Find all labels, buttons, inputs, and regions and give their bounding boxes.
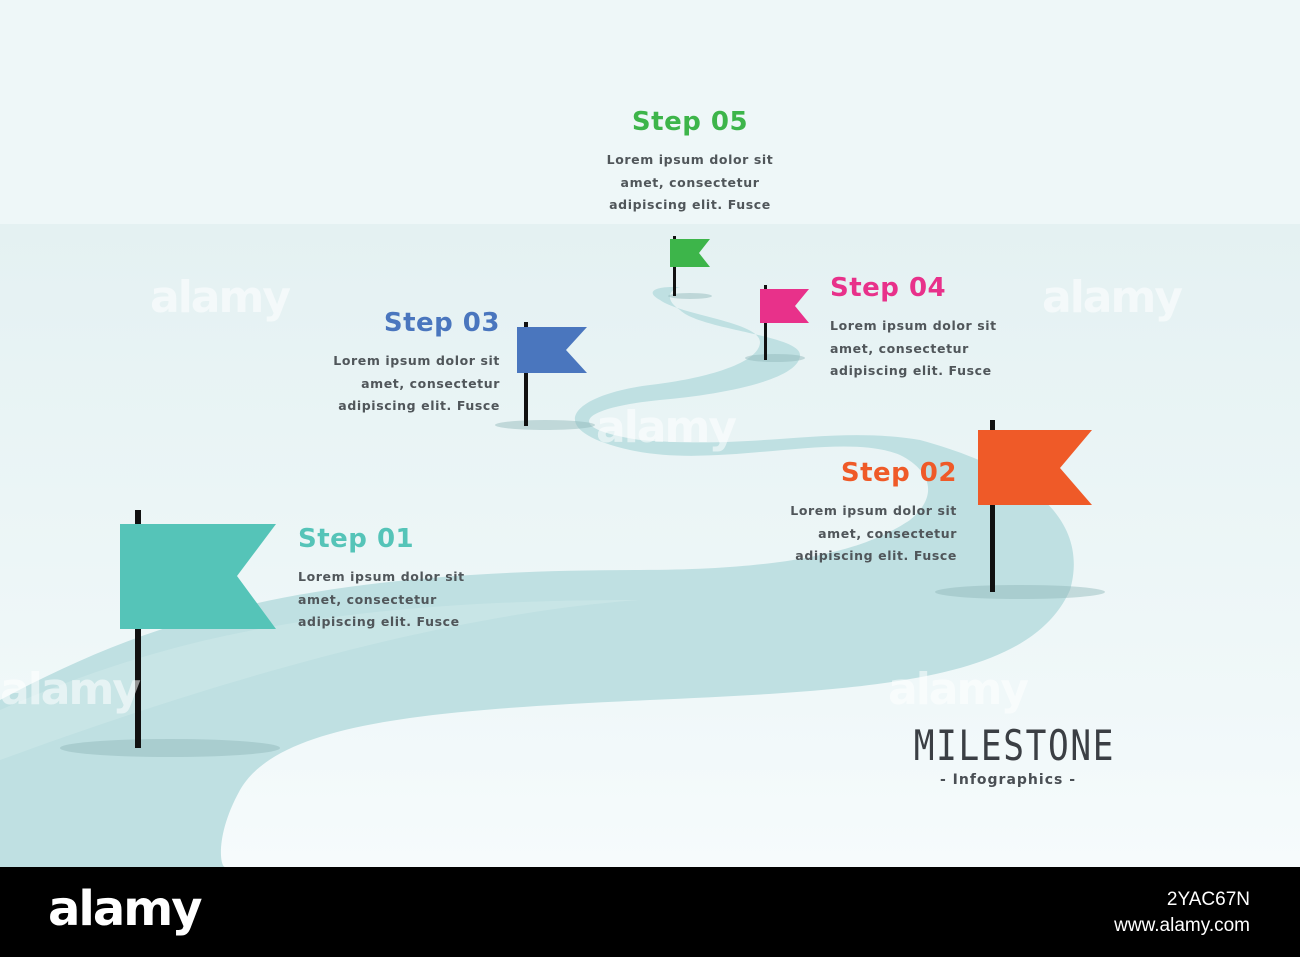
step-05-title: Step 05	[631, 107, 749, 137]
step-03-block: Step 03 Lorem ipsum dolor sit amet, cons…	[333, 308, 500, 418]
step-04-description: Lorem ipsum dolor sit amet, consectetur …	[830, 318, 997, 378]
flag-step-02	[978, 420, 1092, 592]
watermark-alamy-4: alamy	[0, 664, 141, 715]
step-03-title: Step 03	[383, 308, 500, 338]
flag-shadow-02	[935, 585, 1105, 599]
flag-step-03	[517, 322, 587, 426]
flag-shadow-01	[60, 739, 280, 757]
flag-shadow-04	[745, 354, 805, 362]
footer-logo: alamy	[48, 881, 203, 937]
flag-step-04	[760, 285, 809, 360]
step-05-block: Step 05 Lorem ipsum dolor sit amet, cons…	[575, 107, 805, 217]
watermark-alamy-2: alamy	[1042, 272, 1183, 323]
flag-step-01	[120, 510, 276, 748]
step-01-description: Lorem ipsum dolor sit amet, consectetur …	[298, 569, 465, 629]
step-04-title: Step 04	[830, 273, 947, 303]
winding-road	[0, 287, 1074, 867]
flag-shadow-03	[495, 420, 595, 430]
footer-bar: alamy 2YAC67N www.alamy.com	[0, 867, 1300, 957]
step-02-block: Step 02 Lorem ipsum dolor sit amet, cons…	[790, 458, 957, 568]
step-03-description: Lorem ipsum dolor sit amet, consectetur …	[333, 353, 500, 413]
step-02-description: Lorem ipsum dolor sit amet, consectetur …	[790, 503, 957, 563]
step-01-block: Step 01 Lorem ipsum dolor sit amet, cons…	[298, 524, 465, 634]
step-02-title: Step 02	[840, 458, 957, 488]
road-shape	[0, 287, 1074, 867]
flag-step-05	[670, 236, 710, 296]
flags	[120, 236, 1092, 748]
infographic-canvas: Step 01 Lorem ipsum dolor sit amet, cons…	[0, 0, 1300, 867]
step-01-title: Step 01	[298, 524, 415, 554]
watermark-alamy-1: alamy	[150, 272, 291, 323]
step-04-block: Step 04 Lorem ipsum dolor sit amet, cons…	[830, 273, 997, 383]
footer-image-id: 2YAC67N	[1166, 889, 1250, 910]
watermark-alamy-3: alamy	[596, 402, 737, 453]
road-highlight	[0, 600, 640, 760]
footer-site: www.alamy.com	[1114, 915, 1250, 936]
milestone-title: MILESTONE	[913, 721, 1116, 770]
milestone-subtitle: - Infographics -	[939, 772, 1077, 788]
flag-shadows	[60, 293, 1105, 757]
step-05-description: Lorem ipsum dolor sit amet, consectetur …	[606, 152, 774, 212]
watermark-alamy-5: alamy	[888, 664, 1029, 715]
footer-image-info: 2YAC67N www.alamy.com	[1114, 887, 1250, 939]
flag-shadow-05	[668, 293, 712, 299]
milestone-heading: MILESTONE - Infographics -	[893, 721, 1123, 789]
